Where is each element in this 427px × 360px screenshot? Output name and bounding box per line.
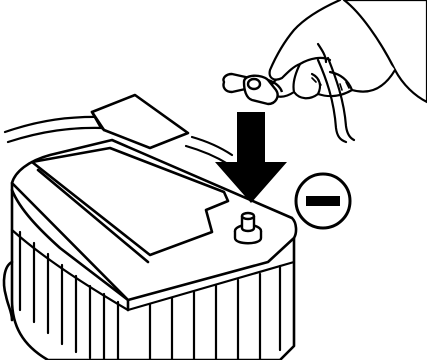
negative-sign-icon — [296, 174, 350, 228]
hand-icon — [270, 0, 427, 102]
